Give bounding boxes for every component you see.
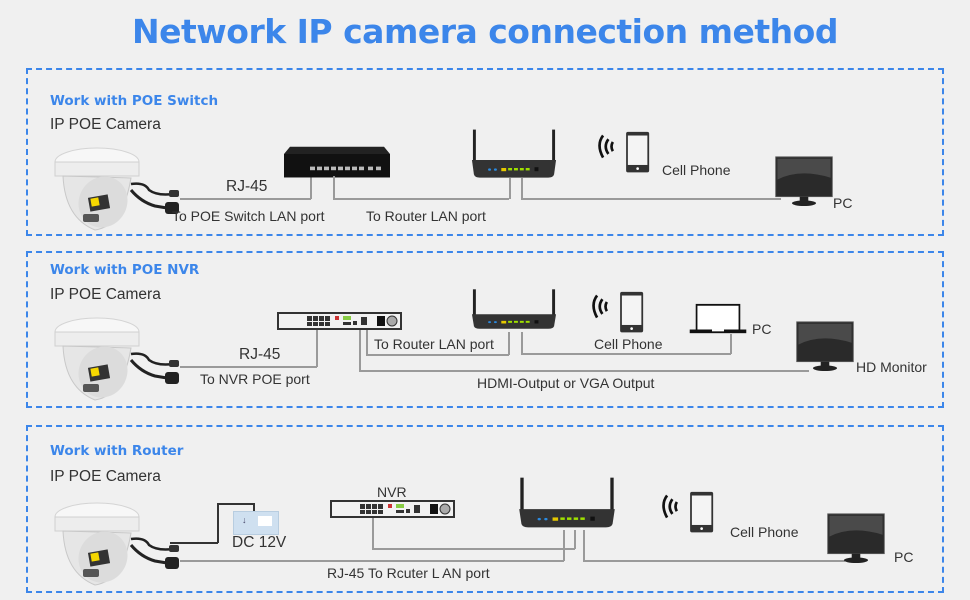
power-cable-segment xyxy=(217,503,219,543)
router-icon xyxy=(470,128,558,184)
cable-camera-to-router xyxy=(180,560,564,562)
cable-segment xyxy=(563,530,565,561)
cable-segment xyxy=(366,330,368,355)
camera-label: IP POE Camera xyxy=(50,286,161,303)
pc-monitor-icon xyxy=(826,512,886,564)
output-label: HDMI-Output or VGA Output xyxy=(477,375,655,391)
rj45-label: RJ-45 xyxy=(239,346,281,363)
panel-poe-switch xyxy=(26,68,944,236)
monitor-label: HD Monitor xyxy=(856,359,927,375)
cable-segment xyxy=(310,176,312,199)
panel-heading: Work with POE Switch xyxy=(50,93,219,109)
cable-segment xyxy=(574,530,576,549)
camera-label: IP POE Camera xyxy=(50,116,161,133)
power-label: DC 12V xyxy=(232,534,287,551)
phone-label: Cell Phone xyxy=(594,336,663,352)
laptop-icon xyxy=(688,303,748,335)
cable-segment xyxy=(316,328,318,367)
cell-phone-wifi-icon xyxy=(660,490,722,536)
pc-label: PC xyxy=(833,195,853,211)
pc-label: PC xyxy=(752,321,772,337)
pc-label: PC xyxy=(894,549,914,565)
cable-segment xyxy=(508,332,510,355)
power-cable-segment xyxy=(253,503,255,513)
cable-segment xyxy=(521,332,523,354)
cable-router-to-laptop xyxy=(521,353,731,355)
cable-segment xyxy=(372,518,374,549)
panel-heading: Work with POE NVR xyxy=(50,262,200,278)
power-cable-segment xyxy=(217,503,254,505)
cell-phone-wifi-icon xyxy=(590,290,652,336)
camera-link-label: To NVR POE port xyxy=(200,371,310,387)
nvr-icon xyxy=(330,499,455,519)
cable-nvr-to-router xyxy=(366,354,509,356)
cable-segment xyxy=(509,178,511,199)
phone-label: Cell Phone xyxy=(730,524,799,540)
cell-phone-wifi-icon xyxy=(596,130,658,176)
ip-camera-icon xyxy=(45,308,195,408)
cable-segment xyxy=(730,334,732,354)
cable-nvr-to-monitor xyxy=(359,370,809,372)
cable-camera-to-switch xyxy=(180,198,311,200)
hd-monitor-icon xyxy=(795,320,855,372)
poe-switch-icon xyxy=(282,145,392,181)
pc-monitor-icon xyxy=(774,155,834,207)
nvr-label: NVR xyxy=(377,484,407,500)
cable-router-to-pc xyxy=(583,560,845,562)
cable-segment xyxy=(521,178,523,199)
cable-segment xyxy=(359,330,361,371)
panel-poe-nvr xyxy=(26,251,944,408)
cable-router-to-pc xyxy=(521,198,781,200)
nvr-icon xyxy=(277,311,402,331)
cable-nvr-to-router xyxy=(372,548,575,550)
router-link-label: To Router LAN port xyxy=(374,336,494,352)
panel-router xyxy=(26,425,944,593)
cable-segment xyxy=(583,530,585,561)
cable-segment xyxy=(333,176,335,199)
rj45-label: RJ-45 xyxy=(226,178,268,195)
router-icon xyxy=(517,476,617,534)
phone-label: Cell Phone xyxy=(662,162,731,178)
power-adapter-icon: ↓ xyxy=(233,511,279,535)
switch-link-label: To Router LAN port xyxy=(366,208,486,224)
cable-switch-to-router xyxy=(333,198,509,200)
camera-link-label: To POE Switch LAN port xyxy=(172,208,325,224)
camera-label: IP POE Camera xyxy=(50,468,161,485)
panel-heading: Work with Router xyxy=(50,443,184,459)
camera-link-label: RJ-45 To Rcuter L AN port xyxy=(327,565,490,581)
router-icon xyxy=(470,288,558,334)
power-cable xyxy=(170,542,218,544)
page-title: Network IP camera connection method xyxy=(132,12,838,51)
cable-camera-to-nvr xyxy=(180,366,317,368)
